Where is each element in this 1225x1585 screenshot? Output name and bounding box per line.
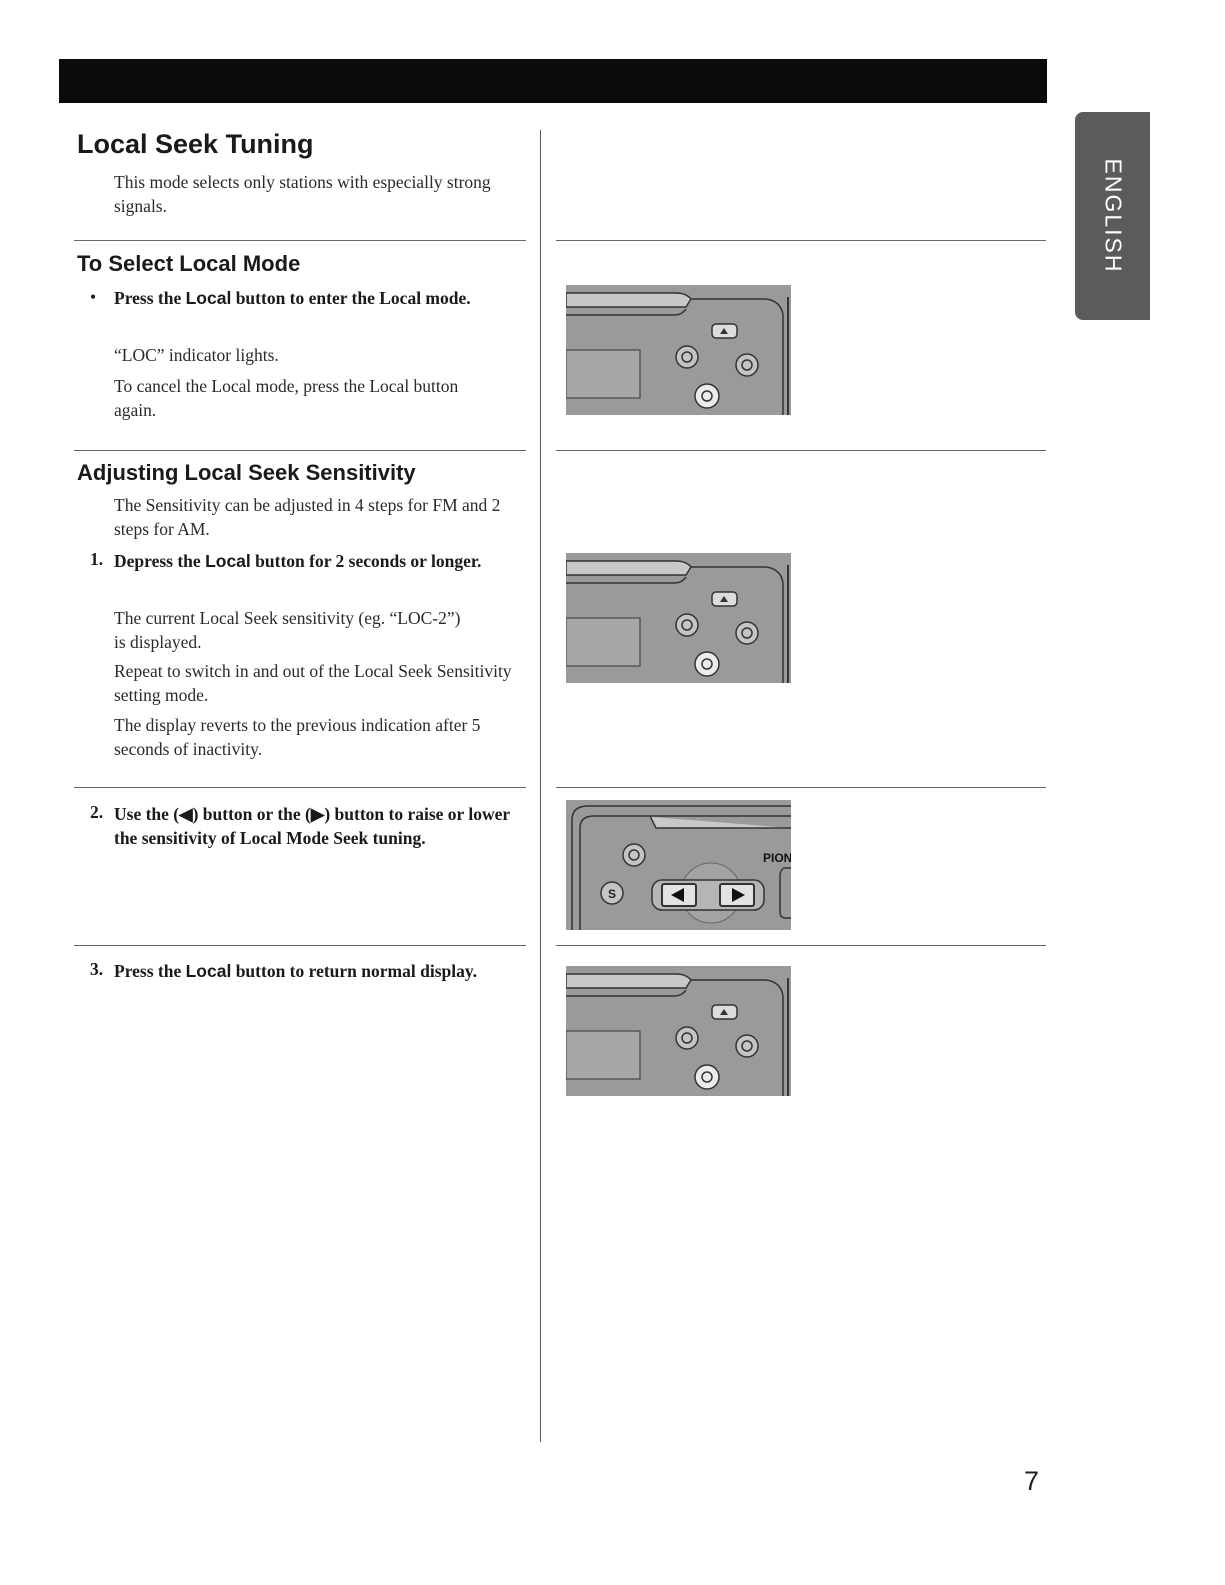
radio-panel-illustration [566,553,791,683]
step-text: Press the [114,288,186,308]
subsection-title-adjusting: Adjusting Local Seek Sensitivity [77,460,416,485]
adjusting-step-1: Depress the Local button for 2 seconds o… [114,549,504,573]
section-title-local-seek: Local Seek Tuning [77,129,314,159]
local-key-label: Local [205,551,251,571]
bullet-mark: • [90,287,97,307]
divider [556,240,1046,241]
step-1-note-repeat: Repeat to switch in and out of the Local… [114,661,512,705]
local-seek-intro: This mode selects only stations with esp… [114,172,491,216]
divider [556,450,1046,451]
divider [556,787,1046,788]
brand-logo: PION [763,851,791,865]
top-banner [59,59,1047,103]
step-text: Depress the [114,551,206,571]
page-number: 7 [1024,1466,1040,1496]
language-tab: ENGLISH [1075,112,1150,320]
column-divider [540,130,541,1442]
radio-panel-illustration [566,966,791,1096]
step-1-note-display: The current Local Seek sensitivity (eg. … [114,608,461,652]
adjusting-intro: The Sensitivity can be adjusted in 4 ste… [114,495,501,539]
step-text: Press the [114,961,186,981]
select-local-note-indicator: “LOC” indicator lights. [114,345,279,365]
local-key-label: Local [185,961,232,981]
step-text: button to enter the Local mode. [231,288,471,308]
radio-panel-illustration [566,285,791,415]
step-number: 1. [90,549,104,569]
divider [74,240,526,241]
divider [74,450,526,451]
adjusting-step-3: Press the Local button to return normal … [114,959,514,983]
select-local-step: Press the Local button to enter the Loca… [114,286,514,310]
step-number: 2. [90,802,104,822]
step-number: 3. [90,959,104,979]
divider [74,945,526,946]
radio-arrow-buttons-illustration: S PION [566,800,791,930]
divider [74,787,526,788]
select-local-note-cancel: To cancel the Local mode, press the Loca… [114,376,459,420]
step-text: button for 2 seconds or longer. [250,551,482,571]
divider [556,945,1046,946]
subsection-title-select-local: To Select Local Mode [77,251,301,276]
adjusting-step-2: Use the (◀) button or the (▶) button to … [114,804,510,848]
s-button-label: S [608,887,616,901]
local-key-label: Local [185,288,232,308]
language-tab-label: ENGLISH [1100,158,1126,274]
step-text: button to return normal display. [231,961,478,981]
step-1-note-revert: The display reverts to the previous indi… [114,715,481,759]
